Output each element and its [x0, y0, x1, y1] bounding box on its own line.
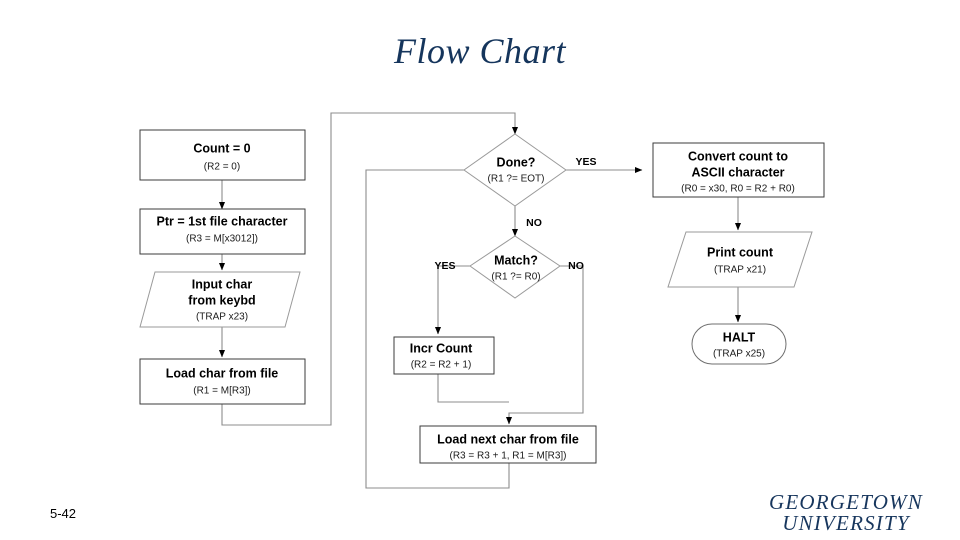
branch-label-match-no: NO [568, 260, 584, 272]
branch-label-done-no: NO [526, 217, 542, 229]
node-match-decision-main: Match? [494, 253, 538, 267]
node-incr-count[interactable]: Incr Count (R2 = R2 + 1) [393, 336, 495, 375]
node-load-char-main: Load char from file [166, 366, 279, 380]
node-count-zero[interactable]: Count = 0 (R2 = 0) [139, 129, 306, 181]
connector-loadnext-back-to-done [365, 166, 510, 489]
node-load-next-char-sub: (R3 = R3 + 1, R1 = M[R3]) [450, 451, 567, 462]
node-convert-ascii-sub: (R0 = x30, R0 = R2 + R0) [681, 184, 795, 195]
node-incr-count-main: Incr Count [410, 341, 473, 355]
node-done-decision[interactable]: Done? (R1 ?= EOT) [463, 133, 567, 207]
connector-match-no-to-loadnext [505, 265, 584, 425]
node-halt-main: HALT [723, 330, 756, 344]
page-number: 5-42 [50, 506, 77, 521]
node-print-count[interactable]: Print count (TRAP x21) [667, 231, 813, 288]
node-print-count-sub: (TRAP x21) [714, 265, 766, 276]
node-convert-ascii-main-line2: ASCII character [691, 165, 784, 179]
brand-line-university: UNIVERSITY [782, 510, 910, 535]
branch-label-done-yes: YES [575, 156, 596, 168]
node-convert-ascii-main-line1: Convert count to [688, 149, 788, 163]
node-count-zero-sub: (R2 = 0) [204, 162, 240, 173]
brand-line-georgetown: GEORGETOWN [769, 490, 923, 514]
node-input-char-sub: (TRAP x23) [196, 312, 248, 323]
node-halt[interactable]: HALT (TRAP x25) [691, 323, 787, 365]
node-load-next-char[interactable]: Load next char from file (R3 = R3 + 1, R… [419, 425, 597, 464]
node-ptr-first-char-main: Ptr = 1st file character [157, 214, 288, 228]
node-match-decision-sub: (R1 ?= R0) [491, 272, 540, 283]
node-done-decision-sub: (R1 ?= EOT) [488, 174, 545, 185]
branch-label-match-yes: YES [434, 260, 455, 272]
page-title: Flow Chart [393, 31, 567, 71]
node-done-decision-main: Done? [497, 155, 536, 169]
node-match-decision[interactable]: Match? (R1 ?= R0) [469, 235, 561, 299]
georgetown-university-logo: GEORGETOWN UNIVERSITY [746, 492, 946, 533]
node-load-char[interactable]: Load char from file (R1 = M[R3]) [139, 358, 306, 405]
connector-match-yes-to-incr [434, 265, 470, 335]
node-incr-count-sub: (R2 = R2 + 1) [411, 360, 472, 371]
node-print-count-main: Print count [707, 245, 774, 259]
node-input-char[interactable]: Input char from keybd (TRAP x23) [139, 271, 301, 328]
node-halt-sub: (TRAP x25) [713, 349, 765, 360]
node-input-char-main-line1: Input char [192, 277, 253, 291]
connector-loadchar-to-done [221, 112, 519, 426]
node-input-char-main-line2: from keybd [188, 293, 255, 307]
node-load-next-char-main: Load next char from file [437, 432, 579, 446]
node-ptr-first-char[interactable]: Ptr = 1st file character (R3 = M[x3012]) [139, 208, 306, 255]
node-count-zero-main: Count = 0 [193, 141, 250, 155]
node-load-char-sub: (R1 = M[R3]) [193, 386, 251, 397]
connector-incr-to-loadnext [437, 370, 509, 403]
node-convert-ascii[interactable]: Convert count to ASCII character (R0 = x… [652, 142, 825, 198]
node-ptr-first-char-sub: (R3 = M[x3012]) [186, 234, 258, 245]
